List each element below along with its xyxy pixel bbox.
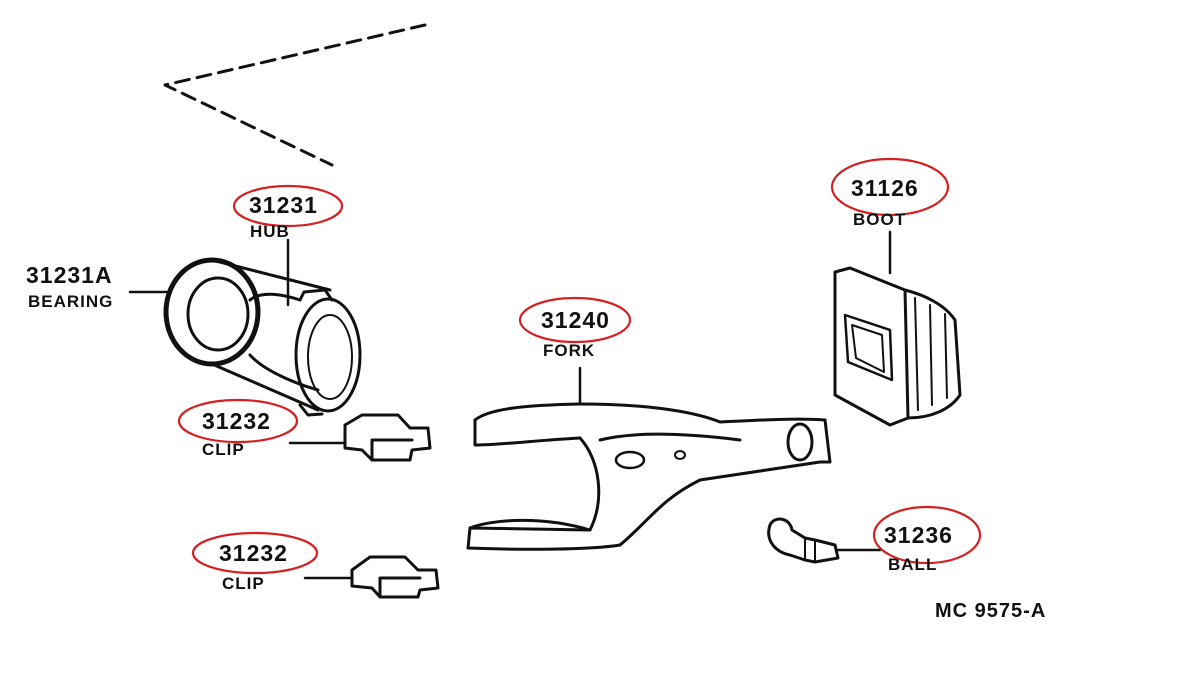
ball-number-circle (872, 505, 982, 565)
bearing-part-name: BEARING (28, 292, 114, 311)
boot-part-number: 31126 (851, 175, 919, 201)
clip-lower-number-circle (191, 531, 319, 575)
ball-part-name: BALL (888, 555, 938, 574)
clip-lower-drawing (303, 555, 440, 599)
fork-number-circle (518, 296, 632, 344)
clip-lower-part-number: 31232 (219, 540, 288, 566)
ball-part-number: 31236 (884, 522, 953, 548)
clip-upper-part-number: 31232 (202, 408, 271, 434)
hub-part-number: 31231 (249, 192, 318, 218)
clip-upper-drawing (288, 413, 432, 462)
fork-part-name: FORK (543, 341, 596, 360)
boot-drawing (833, 230, 962, 427)
hub-number-circle (232, 184, 344, 228)
diagram-code: MC 9575-A (935, 600, 1047, 622)
fork-part-number: 31240 (541, 307, 610, 333)
clip-upper-part-name: CLIP (202, 440, 245, 459)
clip-lower-part-name: CLIP (222, 574, 265, 593)
dashed-housing-outline (163, 23, 427, 167)
hub-bearing-drawing (163, 257, 362, 417)
fork-drawing (466, 366, 832, 551)
clip-upper-number-circle (177, 398, 299, 444)
bearing-part-number: 31231A (26, 262, 113, 288)
boot-number-circle (830, 157, 950, 217)
hub-part-name: HUB (250, 222, 290, 241)
boot-part-name: BOOT (853, 210, 907, 229)
ball-drawing (767, 517, 882, 564)
